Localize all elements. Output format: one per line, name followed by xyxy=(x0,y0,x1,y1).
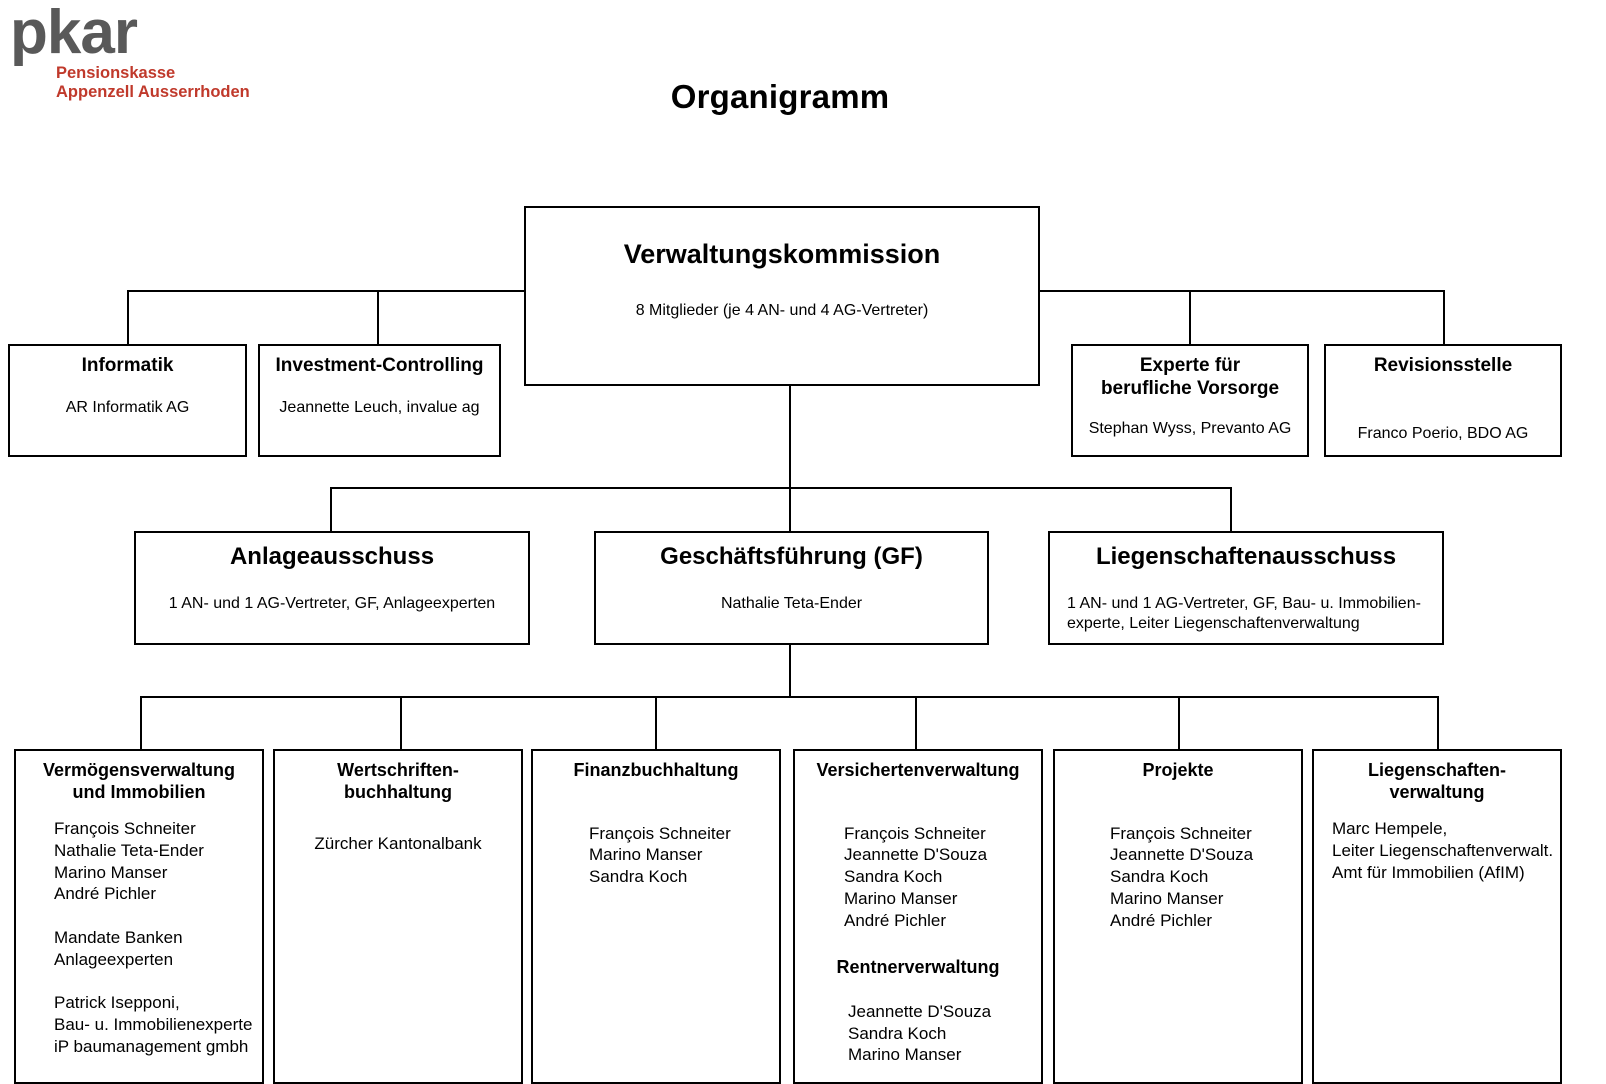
connector-v-liegenschaftenausschuss xyxy=(1230,487,1232,532)
connector-v-projekte xyxy=(1178,696,1180,750)
node-revisionsstelle[interactable]: Revisionsstelle Franco Poerio, BDO AG xyxy=(1324,344,1562,457)
node-experte-body: Stephan Wyss, Prevanto AG xyxy=(1088,419,1292,437)
node-verwaltungskommission[interactable]: Verwaltungskommission 8 Mitglieder (je 4… xyxy=(524,206,1040,386)
node-investment-controlling-title: Investment-Controlling xyxy=(275,355,484,376)
connector-v-revisionsstelle xyxy=(1443,290,1445,345)
node-vermoegensverwaltung-title: Vermögensverwaltung und Immobilien xyxy=(42,760,236,802)
node-projekte-body: François Schneiter Jeannette D'Souza San… xyxy=(1110,823,1254,930)
node-finanzbuchhaltung[interactable]: Finanzbuchhaltung François Schneiter Mar… xyxy=(531,749,781,1084)
logo-wordmark: pkar xyxy=(10,0,138,67)
node-liegenschaftenverwaltung[interactable]: Liegenschaften- verwaltung Marc Hempele,… xyxy=(1312,749,1562,1084)
node-finanzbuchhaltung-body: François Schneiter Marino Manser Sandra … xyxy=(589,823,731,887)
node-investment-controlling-body: Jeannette Leuch, invalue ag xyxy=(279,398,480,416)
node-versichertenverwaltung-title: Versichertenverwaltung xyxy=(816,760,1020,780)
connector-h-row1-right xyxy=(1038,290,1445,292)
node-geschaeftsfuehrung-body: Nathalie Teta-Ender xyxy=(720,594,863,612)
node-rentnerverwaltung-title: Rentnerverwaltung xyxy=(836,957,1000,978)
connector-v-vermoegensverwaltung xyxy=(140,696,142,750)
node-verwaltungskommission-title: Verwaltungskommission xyxy=(623,239,941,269)
node-liegenschaftenausschuss-title: Liegenschaftenausschuss xyxy=(1095,543,1397,570)
pkar-logo: pkar Pensionskasse Appenzell Ausserrhode… xyxy=(10,0,300,124)
node-experte-title: Experte für berufliche Vorsorge xyxy=(1100,355,1280,399)
connector-v-wertschriftenbuchhaltung xyxy=(400,696,402,750)
node-projekte[interactable]: Projekte François Schneiter Jeannette D'… xyxy=(1053,749,1303,1084)
node-liegenschaftenausschuss-body: 1 AN- und 1 AG-Vertreter, GF, Bau- u. Im… xyxy=(1067,594,1421,633)
node-informatik-body: AR Informatik AG xyxy=(65,398,190,416)
node-geschaeftsfuehrung-title: Geschäftsführung (GF) xyxy=(660,543,923,570)
node-revisionsstelle-title: Revisionsstelle xyxy=(1373,355,1513,376)
node-liegenschaftenverwaltung-body: Marc Hempele, Leiter Liegenschaftenverwa… xyxy=(1332,819,1554,882)
node-anlageausschuss-body: 1 AN- und 1 AG-Vertreter, GF, Anlageexpe… xyxy=(168,594,496,612)
logo-subtitle: Pensionskasse Appenzell Ausserrhoden xyxy=(56,64,250,102)
node-investment-controlling[interactable]: Investment-Controlling Jeannette Leuch, … xyxy=(258,344,501,457)
node-anlageausschuss-title: Anlageausschuss xyxy=(229,543,435,570)
connector-h-row1-left xyxy=(128,290,528,292)
node-versichertenverwaltung[interactable]: Versichertenverwaltung François Schneite… xyxy=(793,749,1043,1084)
node-rentnerverwaltung-body: Jeannette D'Souza Sandra Koch Marino Man… xyxy=(848,1001,992,1065)
node-projekte-title: Projekte xyxy=(1142,760,1214,780)
connector-v-anlageausschuss xyxy=(330,487,332,532)
node-geschaeftsfuehrung[interactable]: Geschäftsführung (GF) Nathalie Teta-Ende… xyxy=(594,531,989,645)
node-wertschriftenbuchhaltung[interactable]: Wertschriften- buchhaltung Zürcher Kanto… xyxy=(273,749,523,1084)
node-wertschriftenbuchhaltung-title: Wertschriften- buchhaltung xyxy=(337,760,459,802)
connector-v-gf-down xyxy=(789,644,791,698)
connector-h-row4 xyxy=(140,696,1439,698)
connector-v-vk-down xyxy=(789,385,791,488)
node-verwaltungskommission-body: 8 Mitglieder (je 4 AN- und 4 AG-Vertrete… xyxy=(635,302,929,320)
node-vermoegensverwaltung-body: François Schneiter Nathalie Teta-Ender M… xyxy=(54,819,253,1056)
connector-v-finanzbuchhaltung xyxy=(655,696,657,750)
node-revisionsstelle-body: Franco Poerio, BDO AG xyxy=(1357,424,1529,442)
page-title: Organigramm xyxy=(670,78,890,115)
node-versichertenverwaltung-body: François Schneiter Jeannette D'Souza San… xyxy=(844,823,988,930)
node-experte-fuer-berufliche-vorsorge[interactable]: Experte für berufliche Vorsorge Stephan … xyxy=(1071,344,1309,457)
node-vermoegensverwaltung-und-immobilien[interactable]: Vermögensverwaltung und Immobilien Franç… xyxy=(14,749,264,1084)
connector-v-geschaeftsfuehrung xyxy=(789,487,791,532)
node-anlageausschuss[interactable]: Anlageausschuss 1 AN- und 1 AG-Vertreter… xyxy=(134,531,530,645)
connector-v-informatik xyxy=(127,290,129,345)
connector-v-liegenschaftenverwaltung xyxy=(1437,696,1439,750)
node-informatik[interactable]: Informatik AR Informatik AG xyxy=(8,344,247,457)
node-liegenschaftenverwaltung-title: Liegenschaften- verwaltung xyxy=(1367,760,1507,802)
node-liegenschaftenausschuss[interactable]: Liegenschaftenausschuss 1 AN- und 1 AG-V… xyxy=(1048,531,1444,645)
connector-v-investment-controlling xyxy=(377,290,379,345)
connector-v-experte xyxy=(1189,290,1191,345)
node-finanzbuchhaltung-title: Finanzbuchhaltung xyxy=(573,760,739,780)
node-informatik-title: Informatik xyxy=(81,355,174,376)
connector-v-versichertenverwaltung xyxy=(915,696,917,750)
node-wertschriftenbuchhaltung-body: Zürcher Kantonalbank xyxy=(314,834,482,854)
connector-h-row3 xyxy=(330,487,1232,489)
